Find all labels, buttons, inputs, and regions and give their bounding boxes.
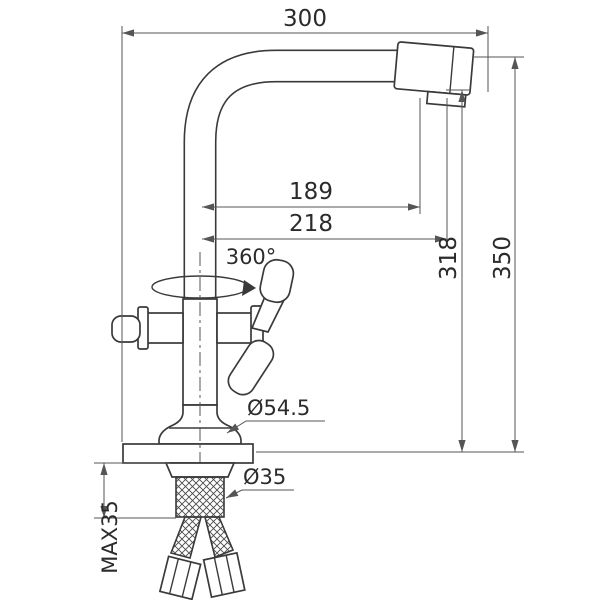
swivel-arrow-icon: [242, 280, 256, 296]
spout-head: [393, 41, 475, 108]
dim-height-spout-label: 318: [436, 236, 462, 280]
dim-reach-189-label: 189: [289, 179, 333, 205]
dimension-lines: [94, 26, 524, 519]
handle-lever: [227, 339, 275, 396]
supply-hose-right: [203, 516, 235, 559]
swivel-360-label: 360°: [226, 245, 277, 269]
left-handle: [111, 306, 184, 350]
faucet-outline: [111, 41, 475, 600]
mounting-nut: [164, 462, 236, 478]
threaded-shank: [175, 476, 225, 518]
dim-height-overall-label: 350: [490, 236, 516, 280]
hose-nut-left: [158, 555, 202, 600]
supply-hose-left: [169, 516, 203, 559]
leader-shank-diameter: [225, 489, 294, 499]
base-diameter-label: Ø54.5: [247, 396, 310, 420]
dim-reach-218-label: 218: [289, 211, 333, 237]
spout-tube: [183, 49, 424, 312]
max-thickness-label: MAX35: [98, 500, 122, 574]
hose-nut-right: [202, 551, 246, 599]
shank-diameter-label: Ø35: [243, 465, 286, 489]
handle-knob: [259, 258, 295, 304]
leader-base-diameter: [226, 420, 325, 434]
right-handle: [216, 258, 295, 396]
aerator: [425, 90, 467, 108]
deck-plate: [122, 443, 254, 464]
dim-width-overall-label: 300: [283, 6, 327, 32]
